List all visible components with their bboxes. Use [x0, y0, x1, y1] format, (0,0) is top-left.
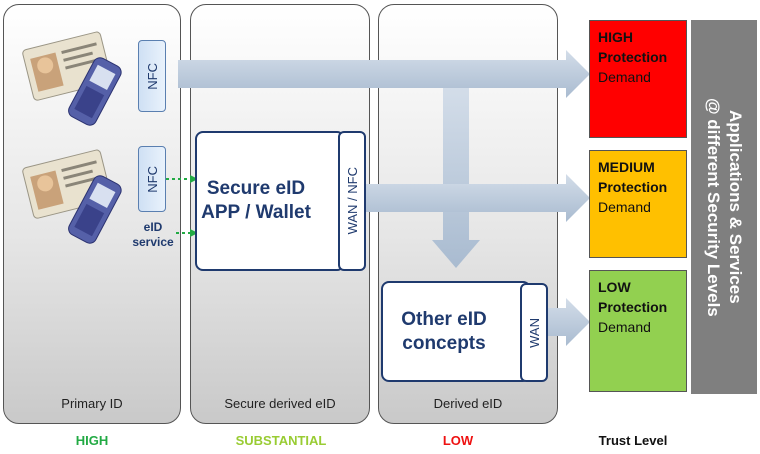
wan-label: WAN	[526, 317, 542, 348]
id-card-phone-image-bottom	[22, 149, 122, 244]
eid-service-connector-head	[190, 229, 198, 237]
demand-low-label: Demand	[598, 319, 651, 335]
demand-high-level: HIGH	[598, 29, 633, 45]
trust-level-low: LOW	[442, 433, 474, 448]
wan-nfc-channel: WAN / NFC	[338, 131, 366, 271]
nfc-tag-bottom-label: NFC	[144, 165, 160, 193]
arrow-to-high	[178, 50, 590, 98]
demand-low-protection: Protection	[598, 299, 668, 315]
arrow-to-low	[548, 298, 590, 346]
column-label-derived-eid: Derived eID	[433, 396, 503, 411]
demand-high-label: Demand	[598, 69, 651, 85]
arrow-down-to-other-eid	[432, 88, 480, 268]
column-label-primary-id: Primary ID	[61, 396, 123, 411]
id-card-phone-image-top	[22, 31, 122, 126]
demand-medium-label: Demand	[598, 199, 651, 215]
eid-service-label: eID service	[132, 220, 174, 249]
trust-level-high: HIGH	[75, 433, 109, 448]
trust-level-label: Trust Level	[598, 433, 668, 448]
nfc-tag-bottom: NFC	[138, 146, 166, 212]
nfc-connector-head	[190, 175, 198, 183]
other-eid-title: Other eID concepts	[401, 308, 487, 354]
secure-eid-app-title: Secure eID APP / Wallet	[201, 178, 311, 223]
other-eid-box: Other eID concepts	[381, 281, 531, 382]
demand-low-box: LOW Protection Demand	[589, 270, 687, 392]
demand-low-level: LOW	[598, 279, 631, 295]
column-label-secure-derived-eid: Secure derived eID	[224, 396, 336, 411]
demand-medium-box: MEDIUM Protection Demand	[589, 150, 687, 258]
demand-medium-level: MEDIUM	[598, 159, 655, 175]
demand-high-box: HIGH Protection Demand	[589, 20, 687, 138]
wan-channel: WAN	[520, 283, 548, 382]
secure-eid-app-box: Secure eID APP / Wallet	[195, 131, 345, 271]
demand-high-protection: Protection	[598, 49, 668, 65]
arrow-to-medium	[364, 174, 590, 222]
wan-nfc-label: WAN / NFC	[344, 167, 360, 235]
nfc-tag-top: NFC	[138, 40, 166, 112]
applications-services-box: Applications & Services @ different Secu…	[691, 20, 757, 394]
nfc-tag-top-label: NFC	[144, 62, 160, 90]
demand-medium-protection: Protection	[598, 179, 668, 195]
trust-level-substantial: SUBSTANTIAL	[235, 433, 327, 448]
applications-services-label: Applications & Services @ different Secu…	[704, 97, 745, 317]
